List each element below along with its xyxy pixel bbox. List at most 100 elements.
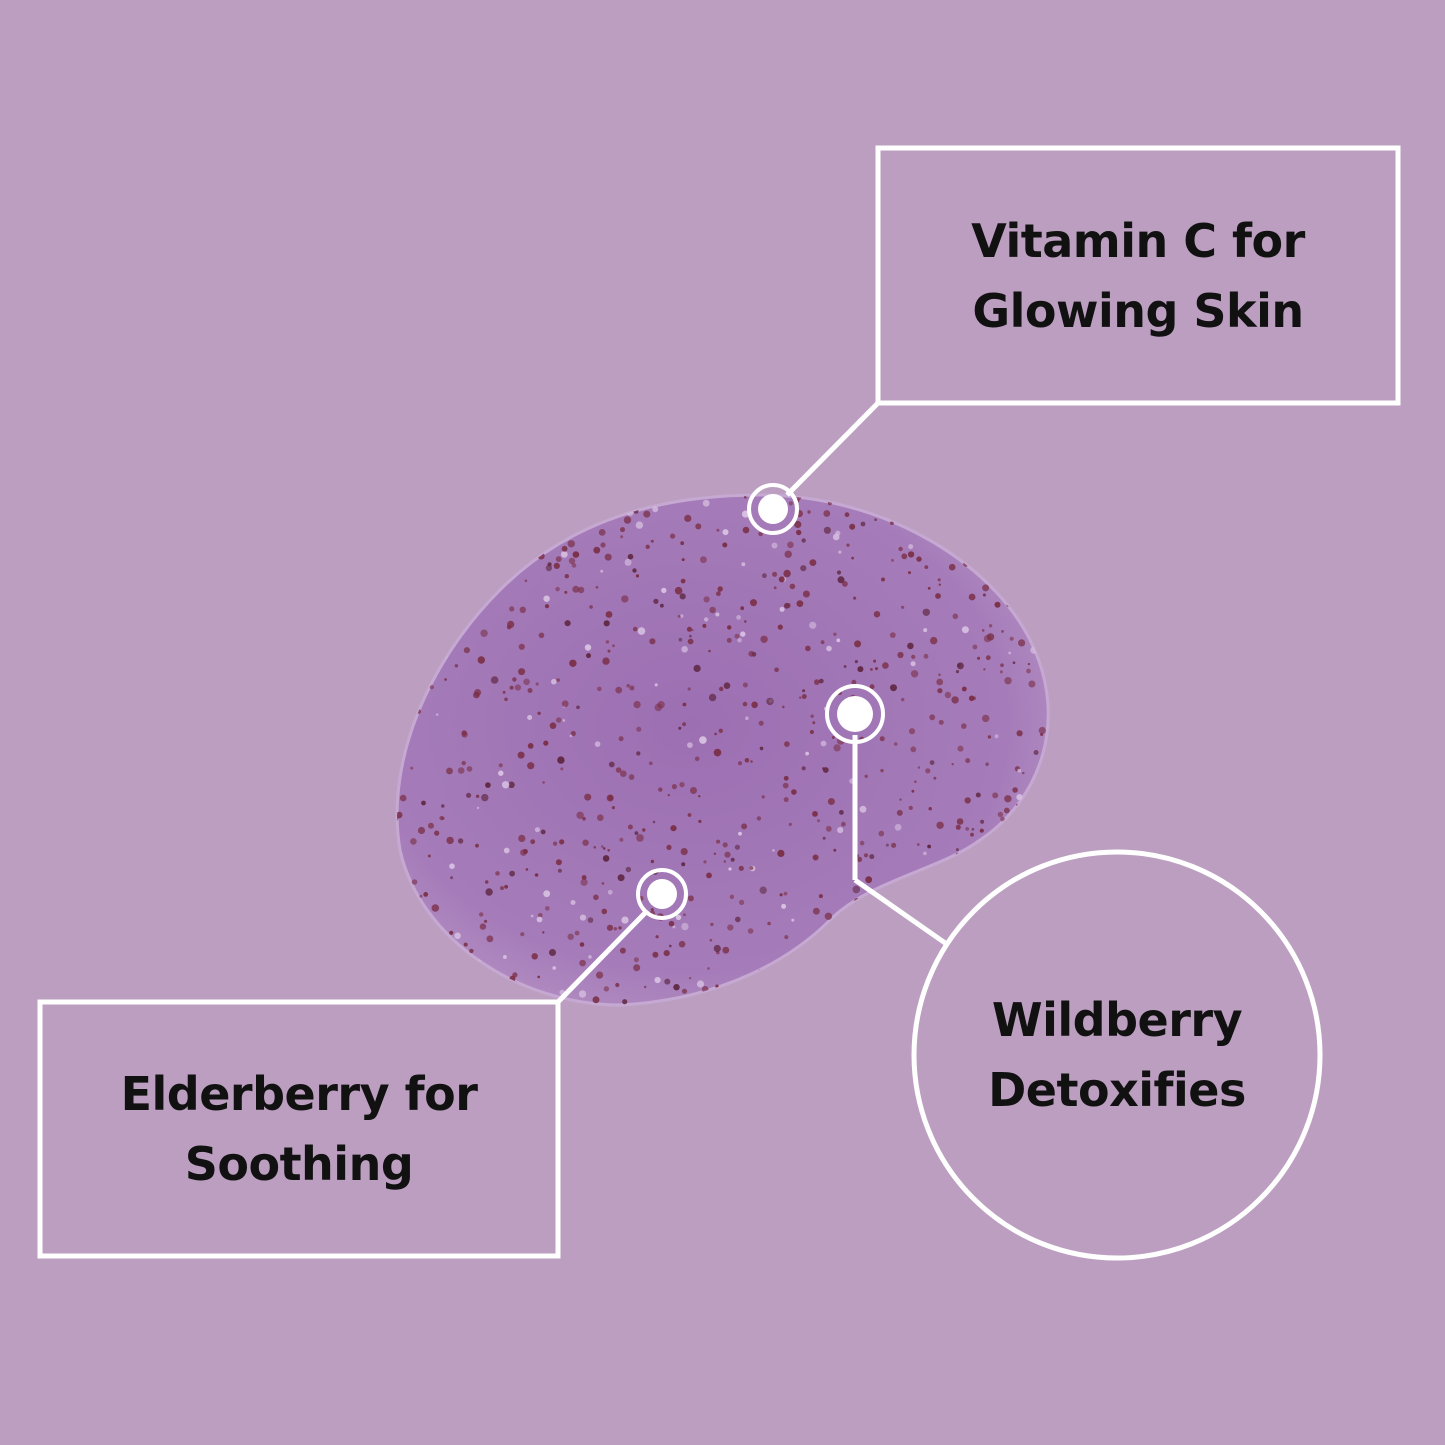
scrub-particle <box>632 626 638 632</box>
scrub-particle <box>555 586 560 592</box>
scrub-particle <box>537 711 541 715</box>
scrub-particle <box>916 556 922 562</box>
callout-wildberry-line2: Detoxifies <box>988 1063 1246 1117</box>
scrub-particle <box>595 585 599 589</box>
scrub-particle <box>681 922 689 931</box>
scrub-particle <box>986 633 995 641</box>
scrub-particle <box>485 888 493 896</box>
scrub-particle <box>553 841 558 846</box>
callout-vitamin-c <box>747 145 1401 535</box>
scrub-particle <box>570 900 576 905</box>
scrub-particle <box>670 825 677 832</box>
scrub-particle <box>938 583 941 586</box>
scrub-particle <box>948 563 956 571</box>
scrub-particle <box>702 623 707 628</box>
scrub-particle <box>824 912 833 920</box>
callout-elderberry-label: Elderberry for Soothing <box>44 1006 554 1252</box>
scrub-particle <box>607 889 613 895</box>
scrub-particle <box>490 676 499 684</box>
scrub-particle <box>682 702 687 707</box>
scrub-particle <box>643 510 651 518</box>
scrub-particle <box>677 614 681 618</box>
scrub-particle <box>794 520 802 529</box>
scrub-particle <box>783 891 788 896</box>
scrub-particle <box>598 529 606 536</box>
scrub-particle <box>523 678 530 686</box>
scrub-particle <box>851 556 854 560</box>
scrub-particle <box>1000 816 1005 822</box>
scrub-particle <box>901 605 905 609</box>
scrub-particle <box>469 948 474 954</box>
scrub-particle <box>561 545 568 552</box>
scrub-particle <box>524 579 528 583</box>
scrub-particle <box>860 521 866 527</box>
scrub-particle <box>873 611 881 618</box>
scrub-particle <box>713 944 721 953</box>
scrub-particle <box>540 829 546 835</box>
scrub-particle <box>618 736 624 742</box>
scrub-particle <box>605 640 610 644</box>
scrub-particle <box>774 667 779 673</box>
scrub-particle <box>485 782 491 788</box>
scrub-particle <box>644 985 647 989</box>
scrub-particle <box>964 797 971 804</box>
scrub-particle <box>890 684 897 692</box>
scrub-particle <box>570 730 576 737</box>
scrub-particle <box>660 603 664 608</box>
scrub-particle <box>457 767 465 774</box>
scrub-particle <box>716 528 720 532</box>
scrub-particle <box>634 831 639 835</box>
scrub-particle <box>484 880 489 884</box>
scrub-particle <box>833 632 837 636</box>
scrub-particle <box>605 611 613 618</box>
scrub-particle <box>818 678 824 684</box>
scrub-particle <box>831 736 835 739</box>
scrub-particle <box>411 879 418 885</box>
scrub-particle <box>853 596 857 600</box>
scrub-particle <box>951 763 954 766</box>
scrub-particle <box>690 787 697 794</box>
scrub-particle <box>679 593 686 600</box>
scrub-particle <box>852 885 861 894</box>
scrub-particle <box>901 697 905 702</box>
scrub-particle <box>722 842 728 848</box>
scrub-particle <box>667 793 670 797</box>
scrub-particle <box>785 603 791 608</box>
scrub-particle <box>567 933 574 940</box>
scrub-particle <box>985 762 989 766</box>
scrub-particle <box>741 823 748 830</box>
scrub-particle <box>784 741 790 747</box>
scrub-particle <box>423 892 429 897</box>
scrub-particle <box>549 949 556 956</box>
scrub-particle <box>956 662 964 670</box>
scrub-particle <box>865 876 873 884</box>
scrub-particle <box>569 734 573 738</box>
scrub-particle <box>675 914 682 921</box>
scrub-particle <box>687 895 694 902</box>
scrub-particle <box>734 633 740 639</box>
scrub-particle <box>509 870 515 877</box>
scrub-particle <box>703 596 710 603</box>
scrub-particle <box>564 620 571 627</box>
scrub-particle <box>612 644 615 648</box>
scrub-particle <box>597 686 602 692</box>
scrub-particle <box>504 884 508 889</box>
scrub-particle <box>899 798 902 801</box>
scrub-particle <box>762 573 767 579</box>
scrub-particle <box>626 683 630 688</box>
scrub-particle <box>512 677 517 682</box>
scrub-particle <box>827 798 835 805</box>
scrub-particle <box>461 730 467 736</box>
scrub-particle <box>564 590 568 594</box>
scrub-particle <box>681 558 685 562</box>
scrub-particle <box>890 521 894 525</box>
scrub-particle <box>668 920 675 927</box>
scrub-particle <box>807 510 811 514</box>
scrub-particle <box>716 591 721 597</box>
scrub-particle <box>738 761 742 766</box>
scrub-particle <box>908 571 911 575</box>
scrub-particle <box>917 766 921 769</box>
scrub-particle <box>813 855 818 860</box>
scrub-particle <box>666 844 672 851</box>
